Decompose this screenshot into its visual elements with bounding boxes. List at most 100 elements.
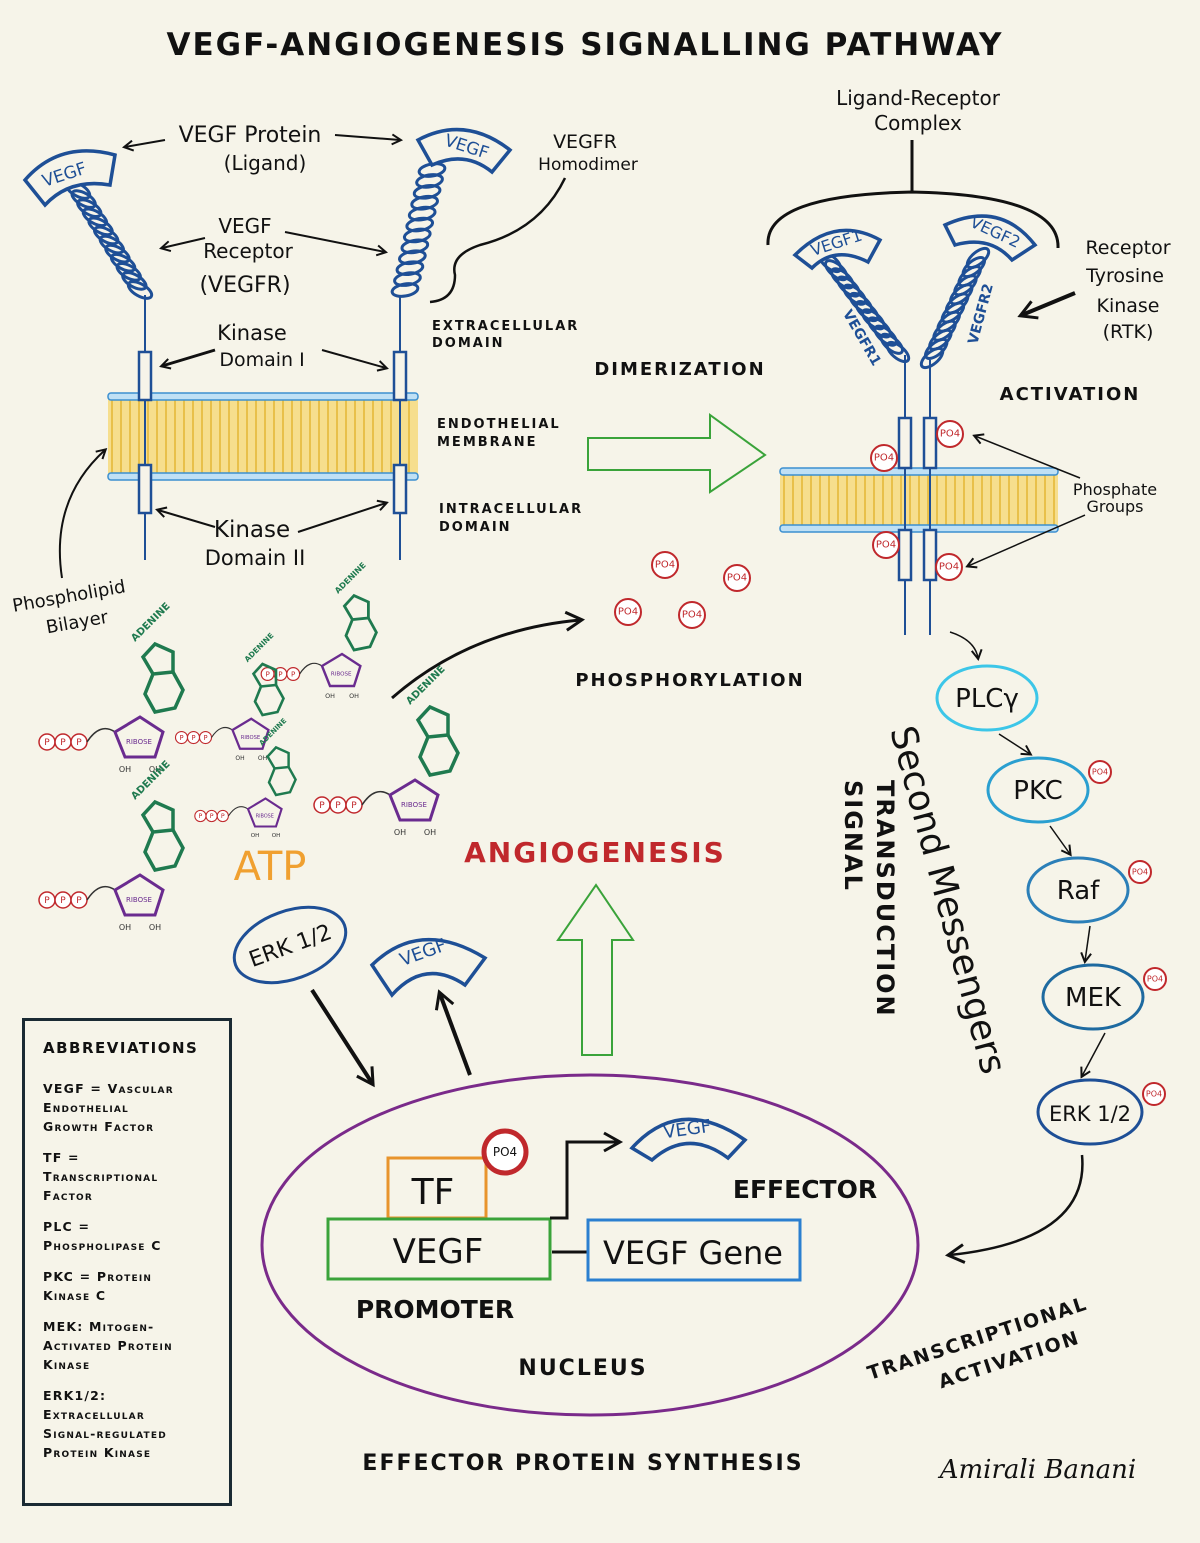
atp-3-adenine-ring2 [251, 662, 278, 688]
arrow-gene-to-effector [550, 1131, 624, 1220]
label-extracellular-2: DOMAIN [432, 336, 505, 351]
po4-complex-4: PO4 [935, 553, 963, 581]
atp-6-oh1: OH [119, 923, 131, 932]
atp-4-link [227, 806, 249, 817]
homodimer-pointer [429, 177, 567, 304]
tf-label: TF [411, 1172, 455, 1213]
atp-6-adenine-ring1 [143, 828, 185, 872]
phospholipid-pointer [58, 450, 105, 579]
arrow-phosphate-bottom [968, 514, 1086, 566]
promoter-box [326, 1217, 552, 1281]
atp-5-link [361, 790, 391, 806]
abbreviation-line: Extracellular [43, 1407, 145, 1422]
cascade-node-1-label: PLCγ [955, 684, 1019, 714]
coil-vegfr2-loop [919, 346, 945, 370]
label-complex-2: Complex [874, 111, 962, 135]
label-kinase-2-b: Domain II [205, 546, 306, 570]
cascade-node-5-po4: PO4 [1142, 1082, 1166, 1106]
label-membrane-1: ENDOTHELIAL [437, 417, 561, 432]
cascade-node-1-ellipse [935, 664, 1039, 732]
label-extracellular-1: EXTRACELLULAR [432, 319, 579, 334]
po4-complex-4-circle [935, 553, 963, 581]
abbreviation-line: Transcriptional [43, 1169, 159, 1184]
arrow-complex-to-plc [949, 631, 978, 658]
gene-box [586, 1218, 802, 1282]
kinase-domain-1-right [392, 350, 408, 402]
effector-label: EFFECTOR [733, 1175, 877, 1204]
arrow-vegf-left [125, 139, 166, 147]
po4-complex-4-text: PO4 [939, 562, 959, 573]
cascade-po4-circle [1128, 860, 1152, 884]
po4-free-2-circle [723, 564, 751, 592]
cascade-po4-circle [1088, 760, 1112, 784]
label-angiogenesis: ANGIOGENESIS [464, 836, 726, 869]
complex-kinase-2-left [897, 528, 913, 582]
abbreviation-line: Activated Protein [43, 1338, 173, 1353]
abbreviation-line: PLC = [43, 1219, 91, 1234]
label-kinase-1-b: Domain I [219, 349, 304, 371]
arrow-kinase2-left [158, 510, 216, 528]
label-phosphate-2: Groups [1086, 497, 1143, 516]
abbreviation-line: ERK1/2: [43, 1388, 107, 1403]
endothelial-membrane-right [779, 467, 1059, 533]
kinase-domain-2-right [392, 463, 408, 515]
svg-text:TRANSDUCTION: TRANSDUCTION [871, 780, 899, 1018]
cascade-arrow-2 [1049, 825, 1070, 854]
svg-text:PO4: PO4 [493, 1145, 517, 1159]
cascade-node-5-label: ERK 1/2 [1049, 1102, 1131, 1126]
angiogenesis-arrow [556, 883, 635, 1056]
atp-4-adenine-text: ADENINE [258, 717, 289, 748]
atp-3-p: P [191, 734, 195, 742]
atp-2-adenine-ring2 [342, 593, 370, 621]
dimerization-arrow [587, 413, 767, 494]
atp-3-oh2: OH [258, 755, 267, 762]
atp-3-link [211, 726, 233, 738]
arrow-phosphate-top [975, 436, 1081, 479]
po4-free-2-text: PO4 [727, 573, 747, 584]
label-kinase-2-a: Kinase [214, 517, 290, 543]
label-vegf-receptor-2: Receptor [203, 239, 293, 263]
atp-2-oh1: OH [325, 692, 335, 700]
atp-3-p: P [179, 734, 183, 742]
cascade-po4-text: PO4 [1146, 1090, 1162, 1099]
atp-6-p: P [76, 896, 82, 906]
membrane-left-core [108, 398, 418, 475]
coil-right-loop [390, 282, 420, 298]
abbreviation-line: Signal-regulated [43, 1426, 167, 1441]
atp-2-p: P [291, 669, 296, 678]
label-rtk-1: Receptor [1085, 237, 1170, 259]
erk-left: ERK 1/2 [232, 905, 348, 985]
atp-6-ribose [113, 873, 165, 917]
receptor-coil-right [390, 162, 447, 298]
promoter-box-label: VEGF [393, 1232, 484, 1272]
cascade-po4-circle [1142, 1082, 1166, 1106]
abbreviation-line: Kinase C [43, 1288, 107, 1303]
abbreviation-line: Kinase [43, 1357, 91, 1372]
atp-4-phosphate [216, 809, 229, 823]
label-vegfr: (VEGFR) [199, 273, 290, 298]
atp-3-adenine-text: ADENINE [243, 631, 276, 664]
atp-2-adenine-ring1 [344, 616, 378, 652]
atp-6-adenine-ring2 [140, 799, 175, 833]
cascade-node-4-ellipse [1041, 963, 1145, 1031]
complex-coil-vegfr2 [919, 246, 991, 370]
arrow-to-nucleus [944, 1154, 1084, 1264]
atp-1-oh1: OH [119, 765, 131, 774]
label-phosphate-1: Phosphate [1073, 480, 1157, 499]
label-transcriptional-activation: TRANSCRIPTIONAL ACTIVATION [865, 1293, 1091, 1394]
kinase-domain-1-left [137, 350, 153, 402]
atp-2-ribose [320, 652, 362, 688]
endothelial-membrane-left [107, 392, 419, 481]
arrow-receptor-left [162, 237, 206, 248]
atp-5-ribose [388, 778, 440, 822]
label-activation: ACTIVATION [1000, 384, 1141, 405]
atp-5-oh1: OH [394, 828, 406, 837]
